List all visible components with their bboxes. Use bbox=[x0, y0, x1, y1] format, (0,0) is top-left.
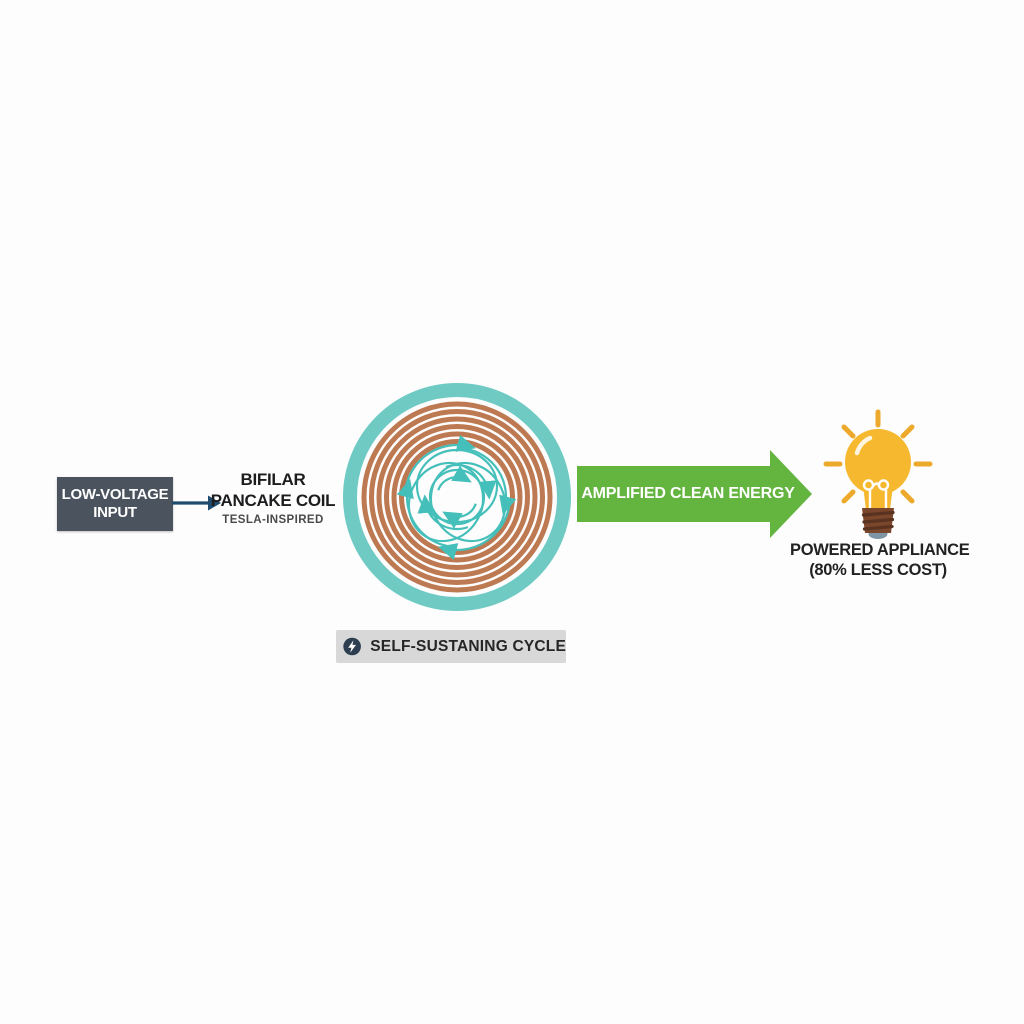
input-box-line2: INPUT bbox=[93, 504, 137, 521]
cycle-badge: SELF-SUSTANING CYCLE bbox=[336, 630, 566, 663]
bifilar-coil-illustration bbox=[343, 383, 571, 611]
coil-title-line2: PANCAKE COIL bbox=[210, 491, 336, 510]
coil-copper-windings bbox=[361, 401, 553, 593]
appliance-label: POWERED APPLIANCE (80% LESS COST) bbox=[790, 540, 970, 580]
lightning-bolt-icon bbox=[343, 637, 361, 656]
low-voltage-input-box: LOW-VOLTAGE INPUT bbox=[57, 477, 173, 531]
coil-outer-ring bbox=[343, 383, 571, 611]
light-bulb-icon bbox=[823, 409, 933, 539]
cycle-badge-label: SELF-SUSTANING CYCLE bbox=[370, 637, 566, 655]
amplified-energy-arrow-head bbox=[770, 450, 812, 538]
coil-title-line1: BIFILAR bbox=[240, 470, 306, 489]
input-box-line1: LOW-VOLTAGE bbox=[61, 486, 169, 503]
appliance-line2: (80% LESS COST) bbox=[809, 561, 947, 579]
coil-subtitle: TESLA-INSPIRED bbox=[222, 514, 324, 526]
coil-label: BIFILAR PANCAKE COIL TESLA-INSPIRED bbox=[203, 469, 343, 526]
amplified-energy-arrow bbox=[577, 466, 771, 522]
amplified-energy-label: AMPLIFIED CLEAN ENERGY bbox=[581, 485, 795, 502]
flow-arrow-icon bbox=[172, 495, 221, 511]
coil-energy-swirl bbox=[396, 434, 517, 561]
appliance-line1: POWERED APPLIANCE bbox=[790, 541, 970, 559]
bulb-rays bbox=[823, 409, 933, 504]
